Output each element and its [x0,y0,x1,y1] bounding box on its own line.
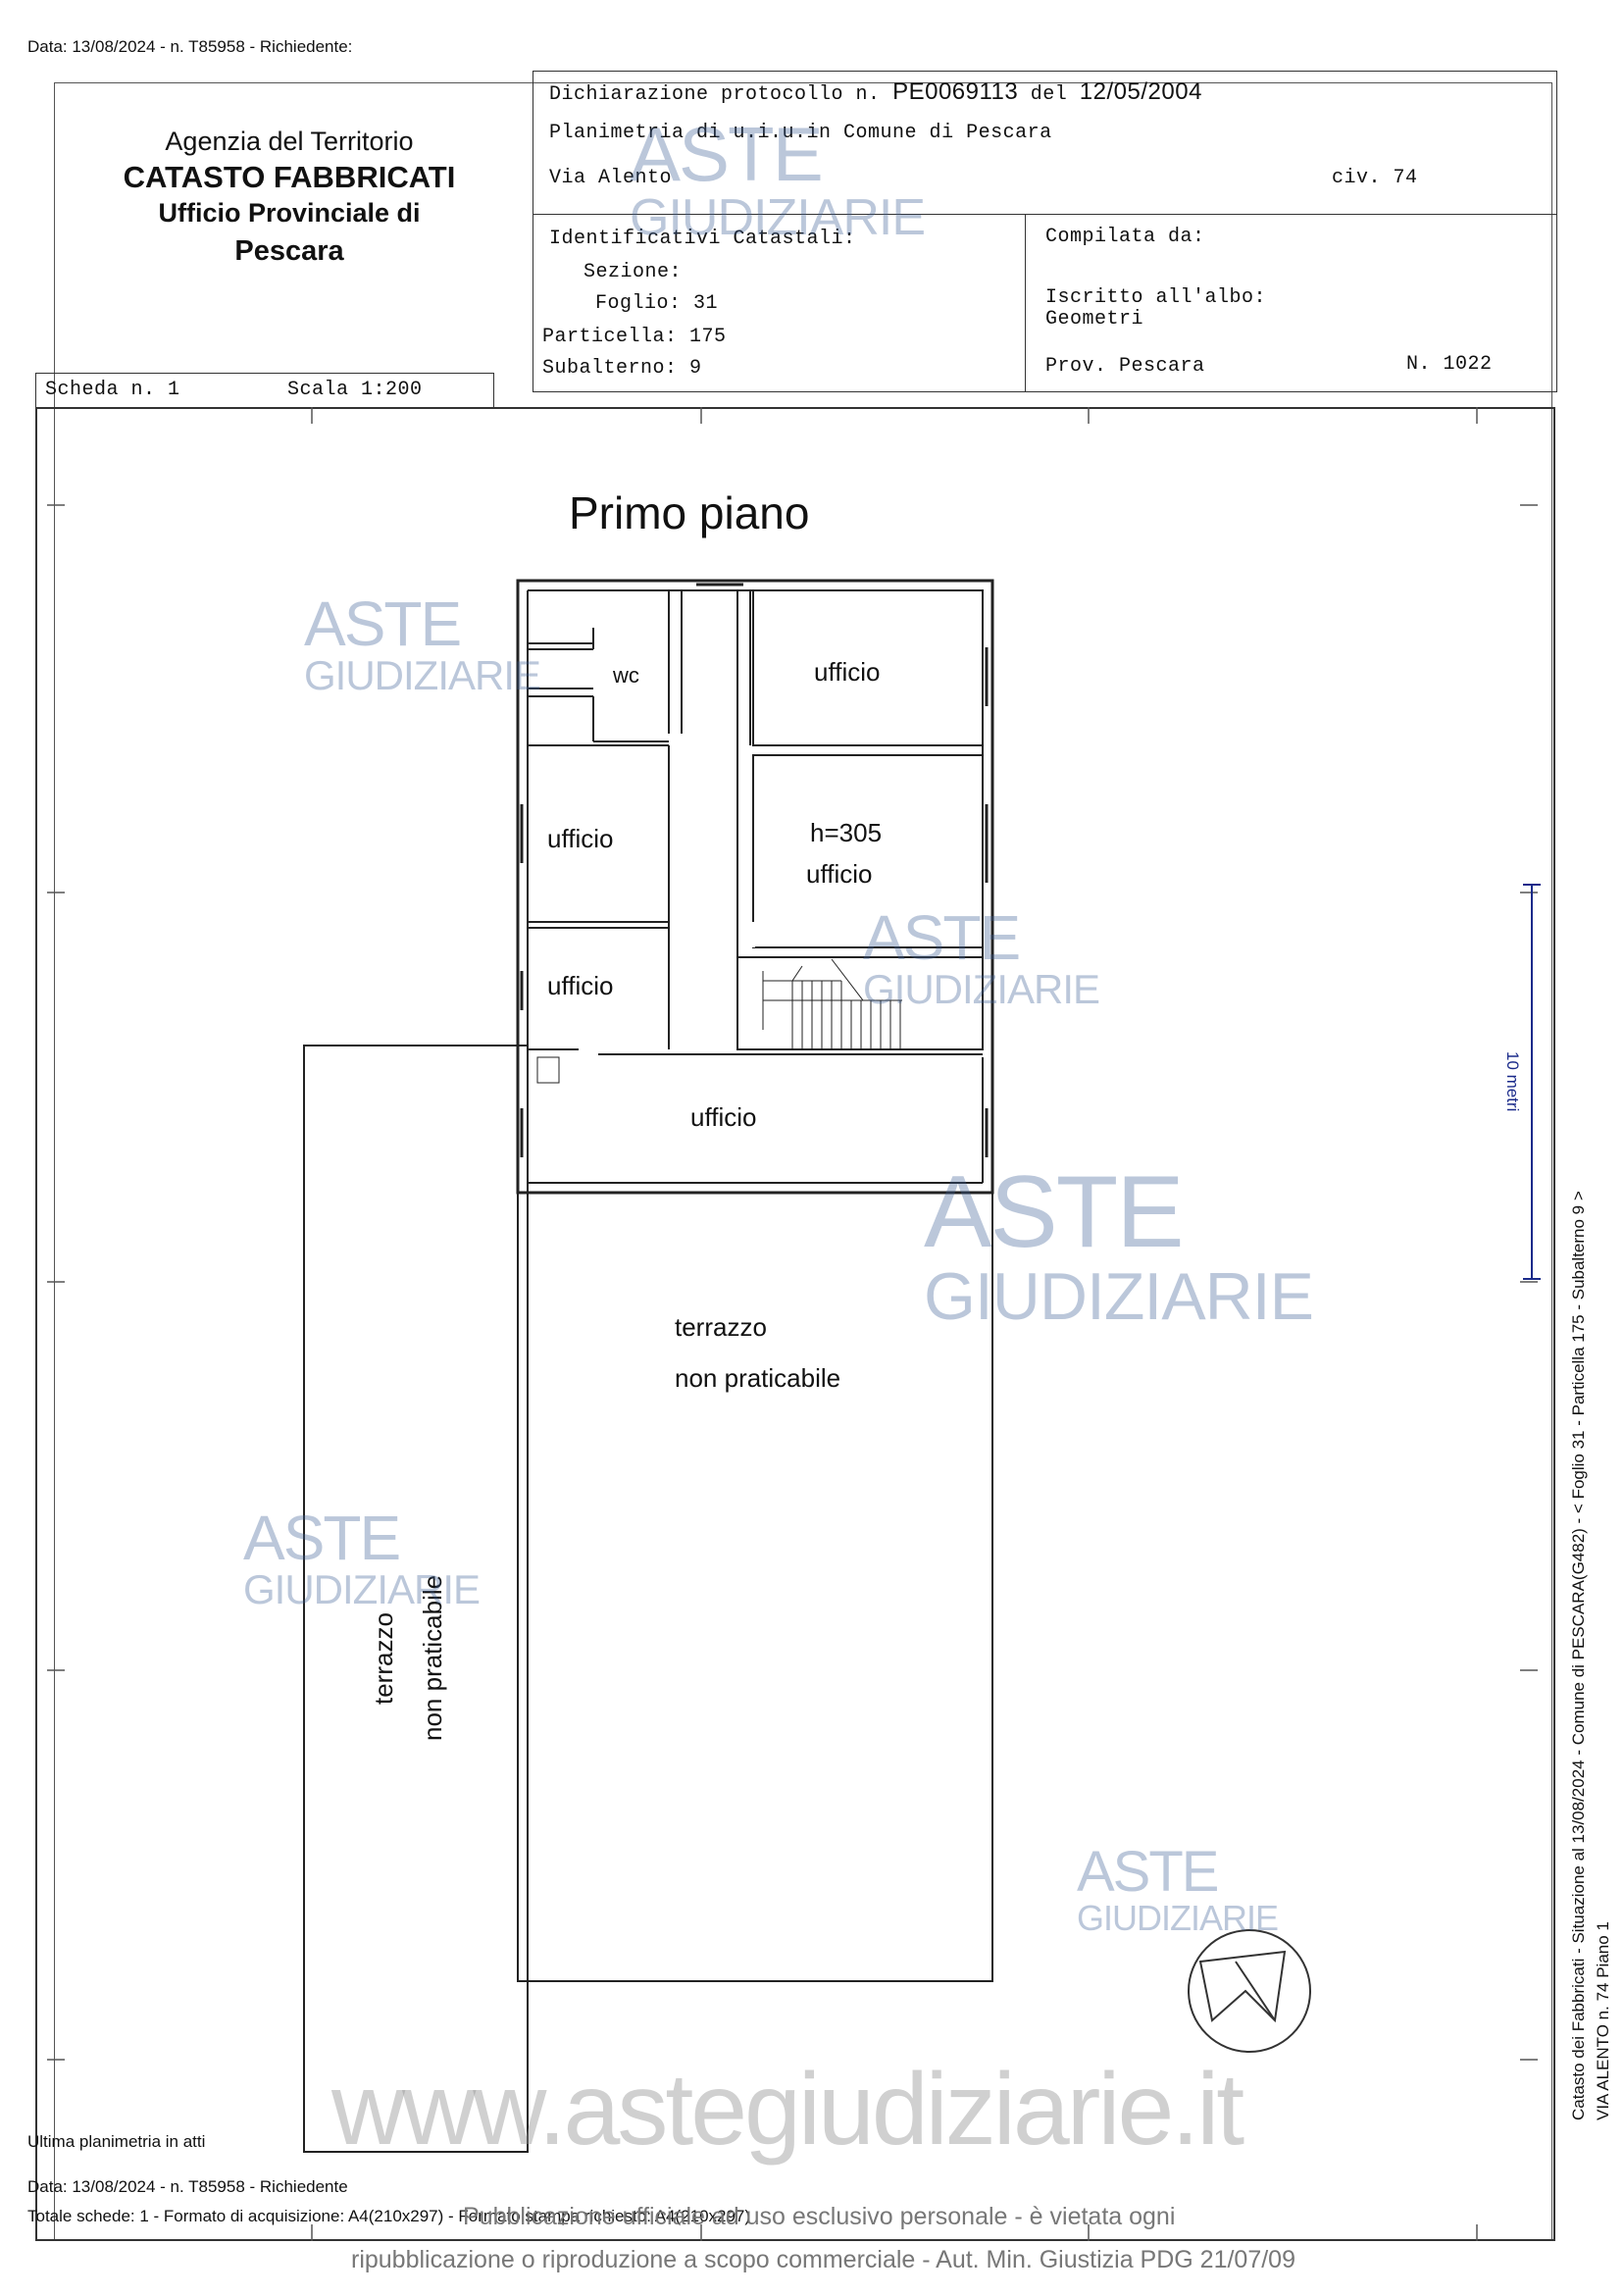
north-arrow-icon [1188,1929,1311,2053]
terrace-label-line2: non praticabile [675,1363,841,1393]
watermark-giudiziarie: GIUDIZIARIE [1077,1898,1279,1938]
compilata-title: Compilata da: [1045,226,1205,248]
sezione-field: Sezione: [584,261,683,283]
terrace-label-line1: terrazzo [675,1312,767,1342]
ultima-planimetria: Ultima planimetria in atti [27,2132,206,2151]
watermark-aste: ASTE [243,1503,401,1573]
scale-bar-label: 10 metri [1503,1051,1522,1112]
declaration-number: PE0069113 [892,78,1019,105]
top-request-line: Data: 13/08/2024 - n. T85958 - Richieden… [27,37,353,56]
albo-value: Geometri [1045,308,1144,331]
declaration-label: Dichiarazione protocollo n. [549,83,881,106]
watermark-giudiziarie: GIUDIZIARIE [243,1566,481,1612]
watermark-logo: ASTE GIUDIZIARIE [924,1155,1314,1334]
footer-ripubblicazione: ripubblicazione o riproduzione a scopo c… [351,2246,1295,2273]
room-label-ufficio-right: ufficio [806,859,873,889]
side-catasto-text: Catasto dei Fabbricati - Situazione al 1… [1569,1191,1588,2120]
side-address-text: VIA ALENTO n. 74 Piano 1 [1594,1921,1612,2120]
agency-name: Agenzia del Territorio [165,127,414,156]
watermark-aste: ASTE [304,588,462,659]
watermark-giudiziarie: GIUDIZIARIE [304,652,541,698]
watermark-url: www.astegiudiziarie.it [331,2053,1244,2167]
prov-field: Prov. Pescara [1045,355,1205,378]
catasto-fabbricati: CATASTO FABBRICATI [123,159,456,194]
albo-label: Iscritto all'albo: [1045,286,1267,309]
watermark-logo: ASTE GIUDIZIARIE [630,111,926,246]
scala-label: Scala 1:200 [287,379,423,401]
header-divider [533,214,1557,215]
particella-field: Particella: 175 [542,326,727,348]
footer-totale-schede: Totale schede: 1 - Formato di acquisizio… [27,2207,751,2225]
watermark-aste: ASTE [863,902,1021,973]
watermark-giudiziarie: GIUDIZIARIE [924,1259,1314,1334]
watermark-logo: ASTE GIUDIZIARIE [243,1503,481,1612]
civic-number: civ. 74 [1332,167,1418,189]
watermark-aste: ASTE [630,111,824,197]
frame-ticks [47,407,1538,2241]
footer-request-line: Data: 13/08/2024 - n. T85958 - Richieden… [27,2177,348,2196]
watermark-logo: ASTE GIUDIZIARIE [1077,1840,1279,1938]
subalterno-field: Subalterno: 9 [542,357,702,380]
watermark-aste: ASTE [1077,1840,1220,1904]
watermark-aste: ASTE [924,1155,1185,1269]
watermark-giudiziarie: GIUDIZIARIE [630,189,926,246]
room-label-ufficio-bottom: ufficio [690,1102,757,1132]
declaration-line: Dichiarazione protocollo n. PE0069113 de… [549,78,1202,106]
watermark-giudiziarie: GIUDIZIARIE [863,966,1100,1012]
header-column-divider [1025,214,1026,392]
albo-number: N. 1022 [1406,353,1493,376]
building-outline [516,579,994,1195]
plan-frame [35,407,1555,2241]
side-terrace-label-line1: terrazzo [369,1612,398,1705]
planimetria-line: Planimetria di u.i.u.in Comune di Pescar… [549,122,1052,144]
room-label-wc: wc [613,663,639,688]
room-height-label: h=305 [810,818,883,847]
declaration-del: del [1030,83,1068,106]
declaration-date: 12/05/2004 [1079,78,1202,105]
provincia: Pescara [234,235,344,268]
identificativi-title: Identificativi Catastali: [549,228,856,250]
foglio-field: Foglio: 31 [595,292,719,315]
room-label-ufficio-top-right: ufficio [814,657,881,687]
room-label-ufficio-small: ufficio [547,971,614,1000]
scheda-number: Scheda n. 1 [45,379,180,401]
floor-title: Primo piano [569,487,810,538]
street-line: Via Alento [549,167,673,189]
watermark-logo: ASTE GIUDIZIARIE [304,588,541,698]
watermark-logo: ASTE GIUDIZIARIE [863,902,1100,1012]
agency-block: Agenzia del Territorio CATASTO FABBRICAT… [108,126,471,270]
ufficio-provinciale: Ufficio Provinciale di [158,197,421,228]
room-label-ufficio-left: ufficio [547,824,614,853]
footer-pubblicazione: Pubblicazione ufficiale ad uso esclusivo… [463,2203,1176,2230]
header-box [533,71,1557,392]
